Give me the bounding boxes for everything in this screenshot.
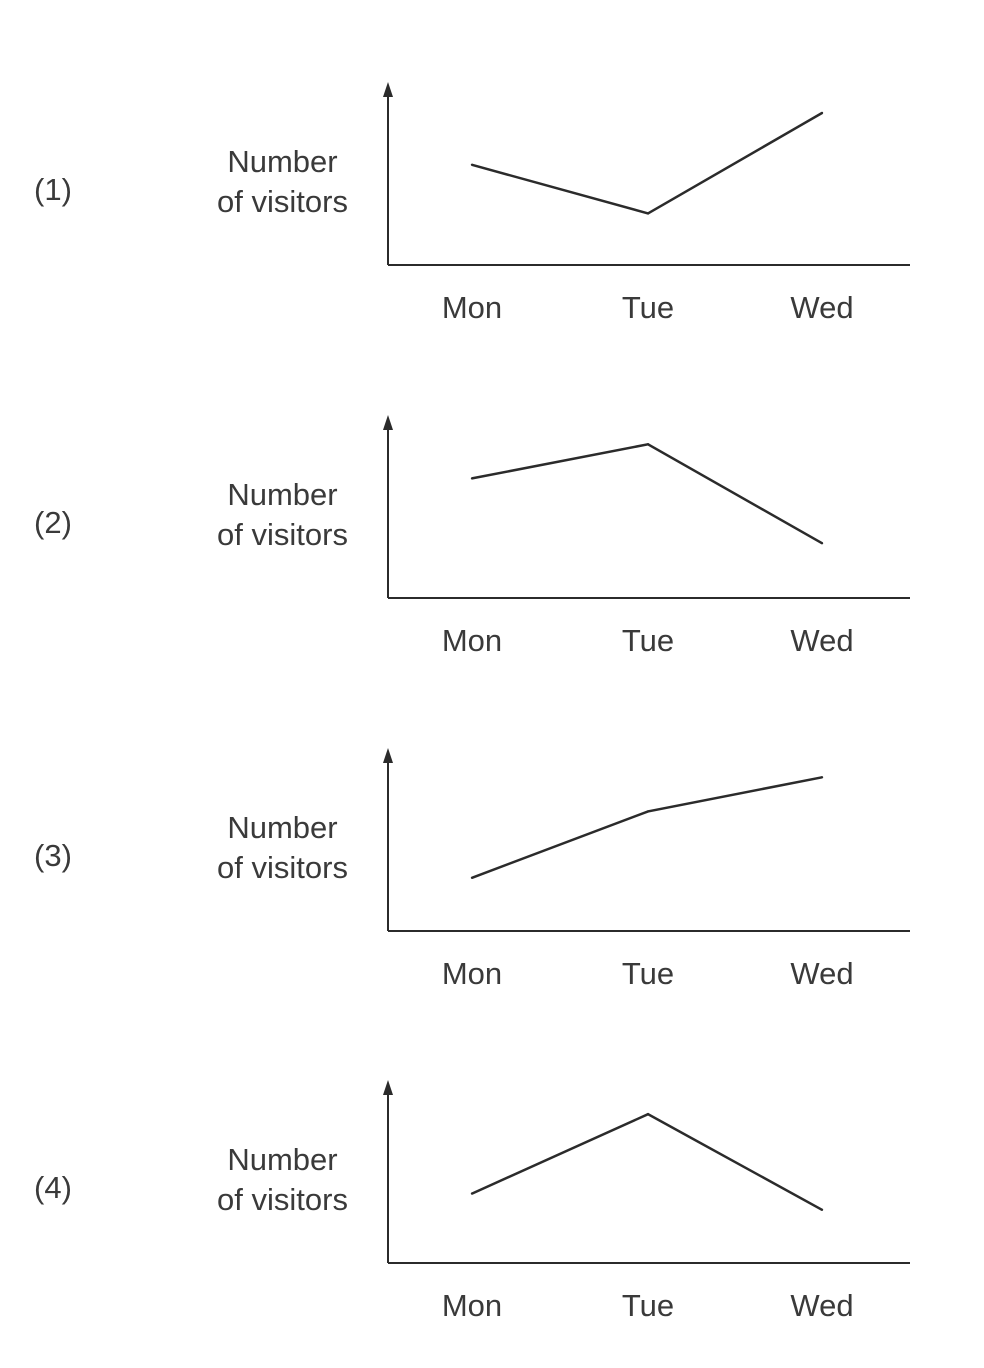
y-axis-label: Number of visitors — [190, 808, 375, 888]
option-label: (4) — [34, 1170, 72, 1205]
option-label: (1) — [34, 172, 72, 207]
chart-panel-1: (1) Number of visitors Mon Tue Wed — [0, 40, 984, 370]
data-point — [820, 1208, 824, 1211]
x-tick-label: Wed — [790, 290, 853, 325]
x-tick-label: Tue — [622, 956, 674, 991]
chart-panel-2: (2) Number of visitors Mon Tue Wed — [0, 373, 984, 703]
x-tick-label: Tue — [622, 1288, 674, 1323]
data-point — [470, 1192, 474, 1195]
y-axis-label-line-1: Number — [227, 1142, 338, 1177]
y-axis-arrow-icon — [383, 748, 393, 763]
series-line — [471, 442, 823, 545]
series-line — [471, 1112, 823, 1211]
y-axis-label-line-2: of visitors — [217, 517, 348, 552]
data-point — [646, 443, 650, 446]
data-point — [470, 876, 474, 879]
data-point — [646, 212, 650, 215]
y-axis-label-line-1: Number — [227, 810, 338, 845]
option-label: (3) — [34, 838, 72, 873]
y-axis-label-line-2: of visitors — [217, 1182, 348, 1217]
option-label: (2) — [34, 505, 72, 540]
data-point — [646, 1113, 650, 1116]
line-chart-4: Mon Tue Wed — [383, 1080, 910, 1323]
data-point — [470, 477, 474, 480]
line-chart-2: Mon Tue Wed — [383, 415, 910, 658]
y-axis-label-line-1: Number — [227, 477, 338, 512]
x-tick-label: Tue — [622, 290, 674, 325]
x-tick-label: Mon — [442, 290, 502, 325]
line-chart-3: Mon Tue Wed — [383, 748, 910, 991]
data-point — [646, 810, 650, 813]
x-tick-label: Wed — [790, 956, 853, 991]
x-tick-label: Tue — [622, 623, 674, 658]
y-axis-arrow-icon — [383, 1080, 393, 1095]
x-tick-label: Wed — [790, 623, 853, 658]
series-line — [471, 111, 823, 215]
y-axis-label: Number of visitors — [190, 475, 375, 555]
data-point — [820, 776, 824, 779]
y-axis-label-line-2: of visitors — [217, 184, 348, 219]
x-tick-label: Mon — [442, 1288, 502, 1323]
y-axis-arrow-icon — [383, 82, 393, 97]
data-point — [820, 111, 824, 115]
line-chart-1: Mon Tue Wed — [383, 82, 910, 325]
data-point — [820, 542, 824, 545]
y-axis-label-line-1: Number — [227, 144, 338, 179]
chart-panel-3: (3) Number of visitors Mon Tue Wed — [0, 706, 984, 1036]
y-axis-label-line-2: of visitors — [217, 850, 348, 885]
data-point — [470, 163, 474, 166]
x-tick-label: Mon — [442, 956, 502, 991]
chart-panel-4: (4) Number of visitors Mon Tue Wed — [0, 1038, 984, 1368]
series-line — [471, 776, 823, 879]
x-tick-label: Mon — [442, 623, 502, 658]
y-axis-arrow-icon — [383, 415, 393, 430]
y-axis-label: Number of visitors — [190, 1140, 375, 1220]
x-tick-label: Wed — [790, 1288, 853, 1323]
y-axis-label: Number of visitors — [190, 142, 375, 222]
